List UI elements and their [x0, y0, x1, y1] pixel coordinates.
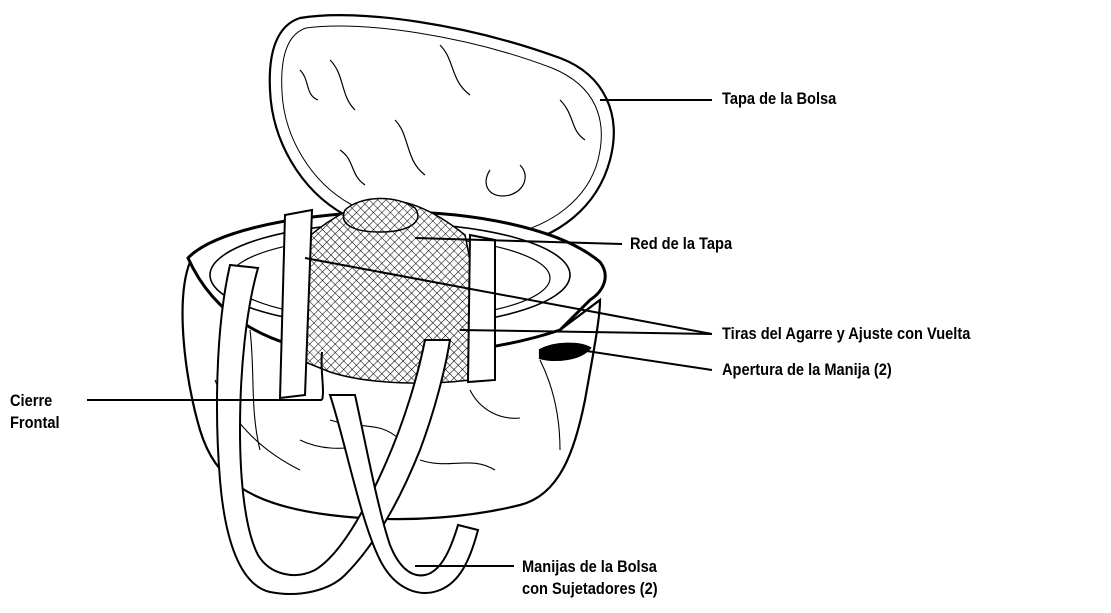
callout-net-label: Red de la Tapa — [630, 233, 732, 255]
callout-opening-label: Apertura de la Manija (2) — [722, 359, 892, 381]
callout-zipper-line1: Cierre — [10, 390, 60, 412]
callout-handles-label: Manijas de la Bolsa con Sujetadores (2) — [522, 556, 658, 600]
leader-opening — [580, 350, 712, 370]
callout-lid-label: Tapa de la Bolsa — [722, 88, 836, 110]
callout-straps-label: Tiras del Agarre y Ajuste con Vuelta — [722, 323, 970, 345]
callout-zipper-label: Cierre Frontal — [10, 390, 60, 434]
callout-zipper-line2: Frontal — [10, 412, 60, 434]
callout-handles-line2: con Sujetadores (2) — [522, 578, 658, 600]
callout-handles-line1: Manijas de la Bolsa — [522, 556, 658, 578]
